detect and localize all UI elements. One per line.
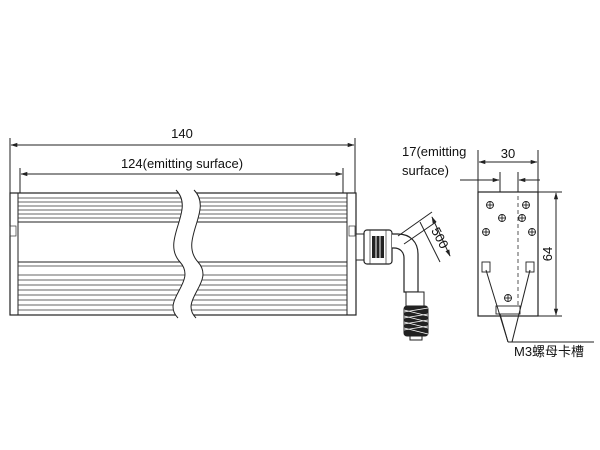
right-clip xyxy=(348,225,356,237)
side-width-label: 30 xyxy=(501,146,515,161)
left-clip xyxy=(9,225,17,237)
cable-connector xyxy=(355,211,437,341)
side-emit-label-2: surface) xyxy=(402,163,449,178)
slot-leader-lines xyxy=(485,269,594,343)
side-view: 30 17(emitting surface) xyxy=(402,144,594,359)
side-height-label: 64 xyxy=(540,247,555,261)
front-view: 140 124(emitting surface) xyxy=(9,126,452,341)
emitting-length-label: 124(emitting surface) xyxy=(121,156,243,171)
break-symbol xyxy=(172,189,204,319)
overall-length-label: 140 xyxy=(171,126,193,141)
side-emit-label-1: 17(emitting xyxy=(402,144,466,159)
screw-holes xyxy=(482,201,536,302)
slot-label: M3螺母卡槽 xyxy=(514,344,584,359)
cable-dim-line xyxy=(431,216,451,257)
cable-length-label: 500 xyxy=(428,225,451,251)
